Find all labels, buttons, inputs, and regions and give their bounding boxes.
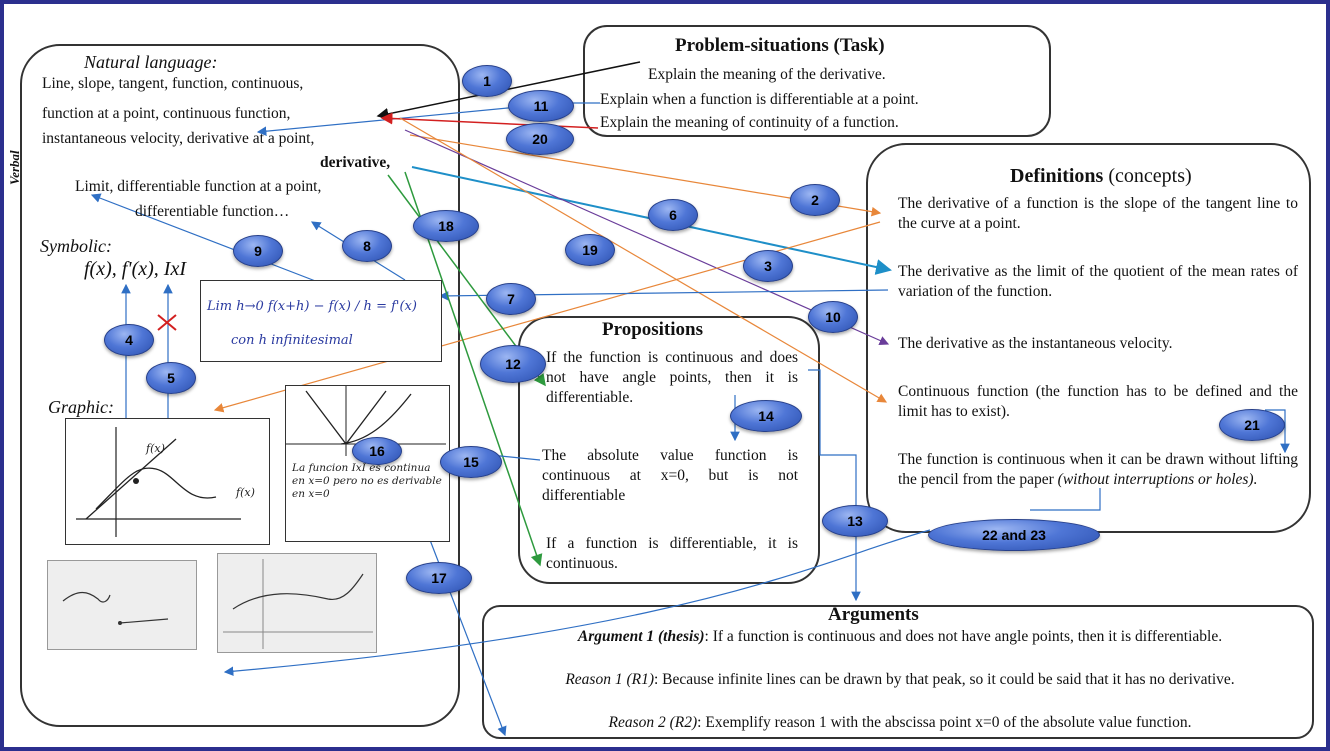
definitions-heading-rest: (concepts) <box>1103 165 1192 187</box>
symbolic-heading: Symbolic: <box>40 236 112 256</box>
definition-item-1: The derivative of a function is the slop… <box>898 195 1298 232</box>
propositions-heading: Propositions <box>602 319 704 340</box>
problem-item-2: Explain when a function is differentiabl… <box>600 91 919 108</box>
badge-17: 17 <box>406 562 472 594</box>
handwritten-limit-panel: Lim h→0 f(x+h) − f(x) / h = f'(x) con h … <box>200 280 442 362</box>
reason-1-text: : Because infinite lines can be drawn by… <box>654 671 1235 688</box>
badge-8: 8 <box>342 230 392 262</box>
badge-18: 18 <box>413 210 479 242</box>
badge-13: 13 <box>822 505 888 537</box>
absolute-value-note: La funcion IxI es continua en x=0 pero n… <box>292 462 442 500</box>
definition-item-5: The function is continuous when it can b… <box>898 450 1298 490</box>
definition-item-4: Continuous function (the function has to… <box>898 383 1298 420</box>
definition-item-5-italic: (without interruptions or holes). <box>1053 471 1258 488</box>
definition-item-5-text: The function is continuous when it can b… <box>898 451 1298 488</box>
natural-language-heading: Natural language: <box>84 52 218 72</box>
badge-21: 21 <box>1219 409 1285 441</box>
badge-20: 20 <box>506 123 574 155</box>
argument-1-text: : If a function is continuous and does n… <box>704 628 1223 645</box>
badge-14: 14 <box>730 400 802 432</box>
reason-2-label: Reason 2 (R2) <box>608 714 698 731</box>
badge-2: 2 <box>790 184 840 216</box>
natural-language-line-4: derivative, <box>320 154 391 171</box>
badge-10: 10 <box>808 301 858 333</box>
badge-1: 1 <box>462 65 512 97</box>
problem-item-3: Explain the meaning of continuity of a f… <box>600 114 899 131</box>
natural-language-line-5: Limit, differentiable function at a poin… <box>75 178 322 195</box>
definitions-heading-bold: Definitions <box>1010 165 1104 187</box>
verbal-side-label: Verbal <box>7 150 22 185</box>
badge-12: 12 <box>480 345 546 383</box>
graphic-heading: Graphic: <box>48 397 114 417</box>
arguments-heading: Arguments <box>828 604 919 625</box>
definition-item-2: The derivative as the limit of the quoti… <box>898 263 1298 300</box>
argument-1: Argument 1 (thesis): If a function is co… <box>500 627 1300 647</box>
problem-item-1: Explain the meaning of the derivative. <box>648 66 886 83</box>
natural-language-line-3: instantaneous velocity, derivative at a … <box>42 130 315 147</box>
reason-2-text: : Exemplify reason 1 with the abscissa p… <box>697 714 1192 731</box>
tangent-graph-label-2: f(x) <box>236 486 255 499</box>
handwritten-infinitesimal: con h infinitesimal <box>231 333 353 348</box>
badge-6: 6 <box>648 199 698 231</box>
natural-language-line-1: Line, slope, tangent, function, continuo… <box>42 75 304 92</box>
proposition-item-1: If the function is continuous and does n… <box>546 349 798 406</box>
tangent-graph <box>76 427 241 537</box>
badge-7: 7 <box>486 283 536 315</box>
symbolic-expressions: f(x), f'(x), IxI <box>84 258 186 280</box>
problem-situations-heading: Problem-situations (Task) <box>675 35 885 56</box>
natural-language-line-2: function at a point, continuous function… <box>42 105 291 122</box>
handwritten-limit-formula: Lim h→0 f(x+h) − f(x) / h = f'(x) <box>207 299 417 314</box>
definitions-heading: Definitions (concepts) <box>1010 166 1192 186</box>
reason-2: Reason 2 (R2): Exemplify reason 1 with t… <box>500 713 1300 733</box>
natural-language-line-6: differentiable function… <box>135 203 290 220</box>
discontinuous-sketch-photo <box>47 560 197 650</box>
badge-5: 5 <box>146 362 196 394</box>
badge-11: 11 <box>508 90 574 122</box>
badge-22-and-23: 22 and 23 <box>928 519 1100 551</box>
badge-3: 3 <box>743 250 793 282</box>
badge-19: 19 <box>565 234 615 266</box>
argument-1-label: Argument 1 (thesis) <box>577 628 705 645</box>
badge-4: 4 <box>104 324 154 356</box>
reason-1: Reason 1 (R1): Because infinite lines ca… <box>500 670 1300 690</box>
badge-16: 16 <box>352 437 402 465</box>
badge-9: 9 <box>233 235 283 267</box>
definition-item-3: The derivative as the instantaneous velo… <box>898 335 1173 352</box>
proposition-item-3: If a function is differentiable, it is c… <box>546 535 798 572</box>
reason-1-label: Reason 1 (R1) <box>565 671 654 688</box>
continuous-sketch-photo <box>217 553 377 653</box>
proposition-item-2: The absolute value function is continuou… <box>542 447 798 504</box>
badge-15: 15 <box>440 446 502 478</box>
tangent-graph-panel: f(x) f(x) <box>65 418 270 545</box>
tangent-graph-label: f(x) <box>146 442 165 455</box>
